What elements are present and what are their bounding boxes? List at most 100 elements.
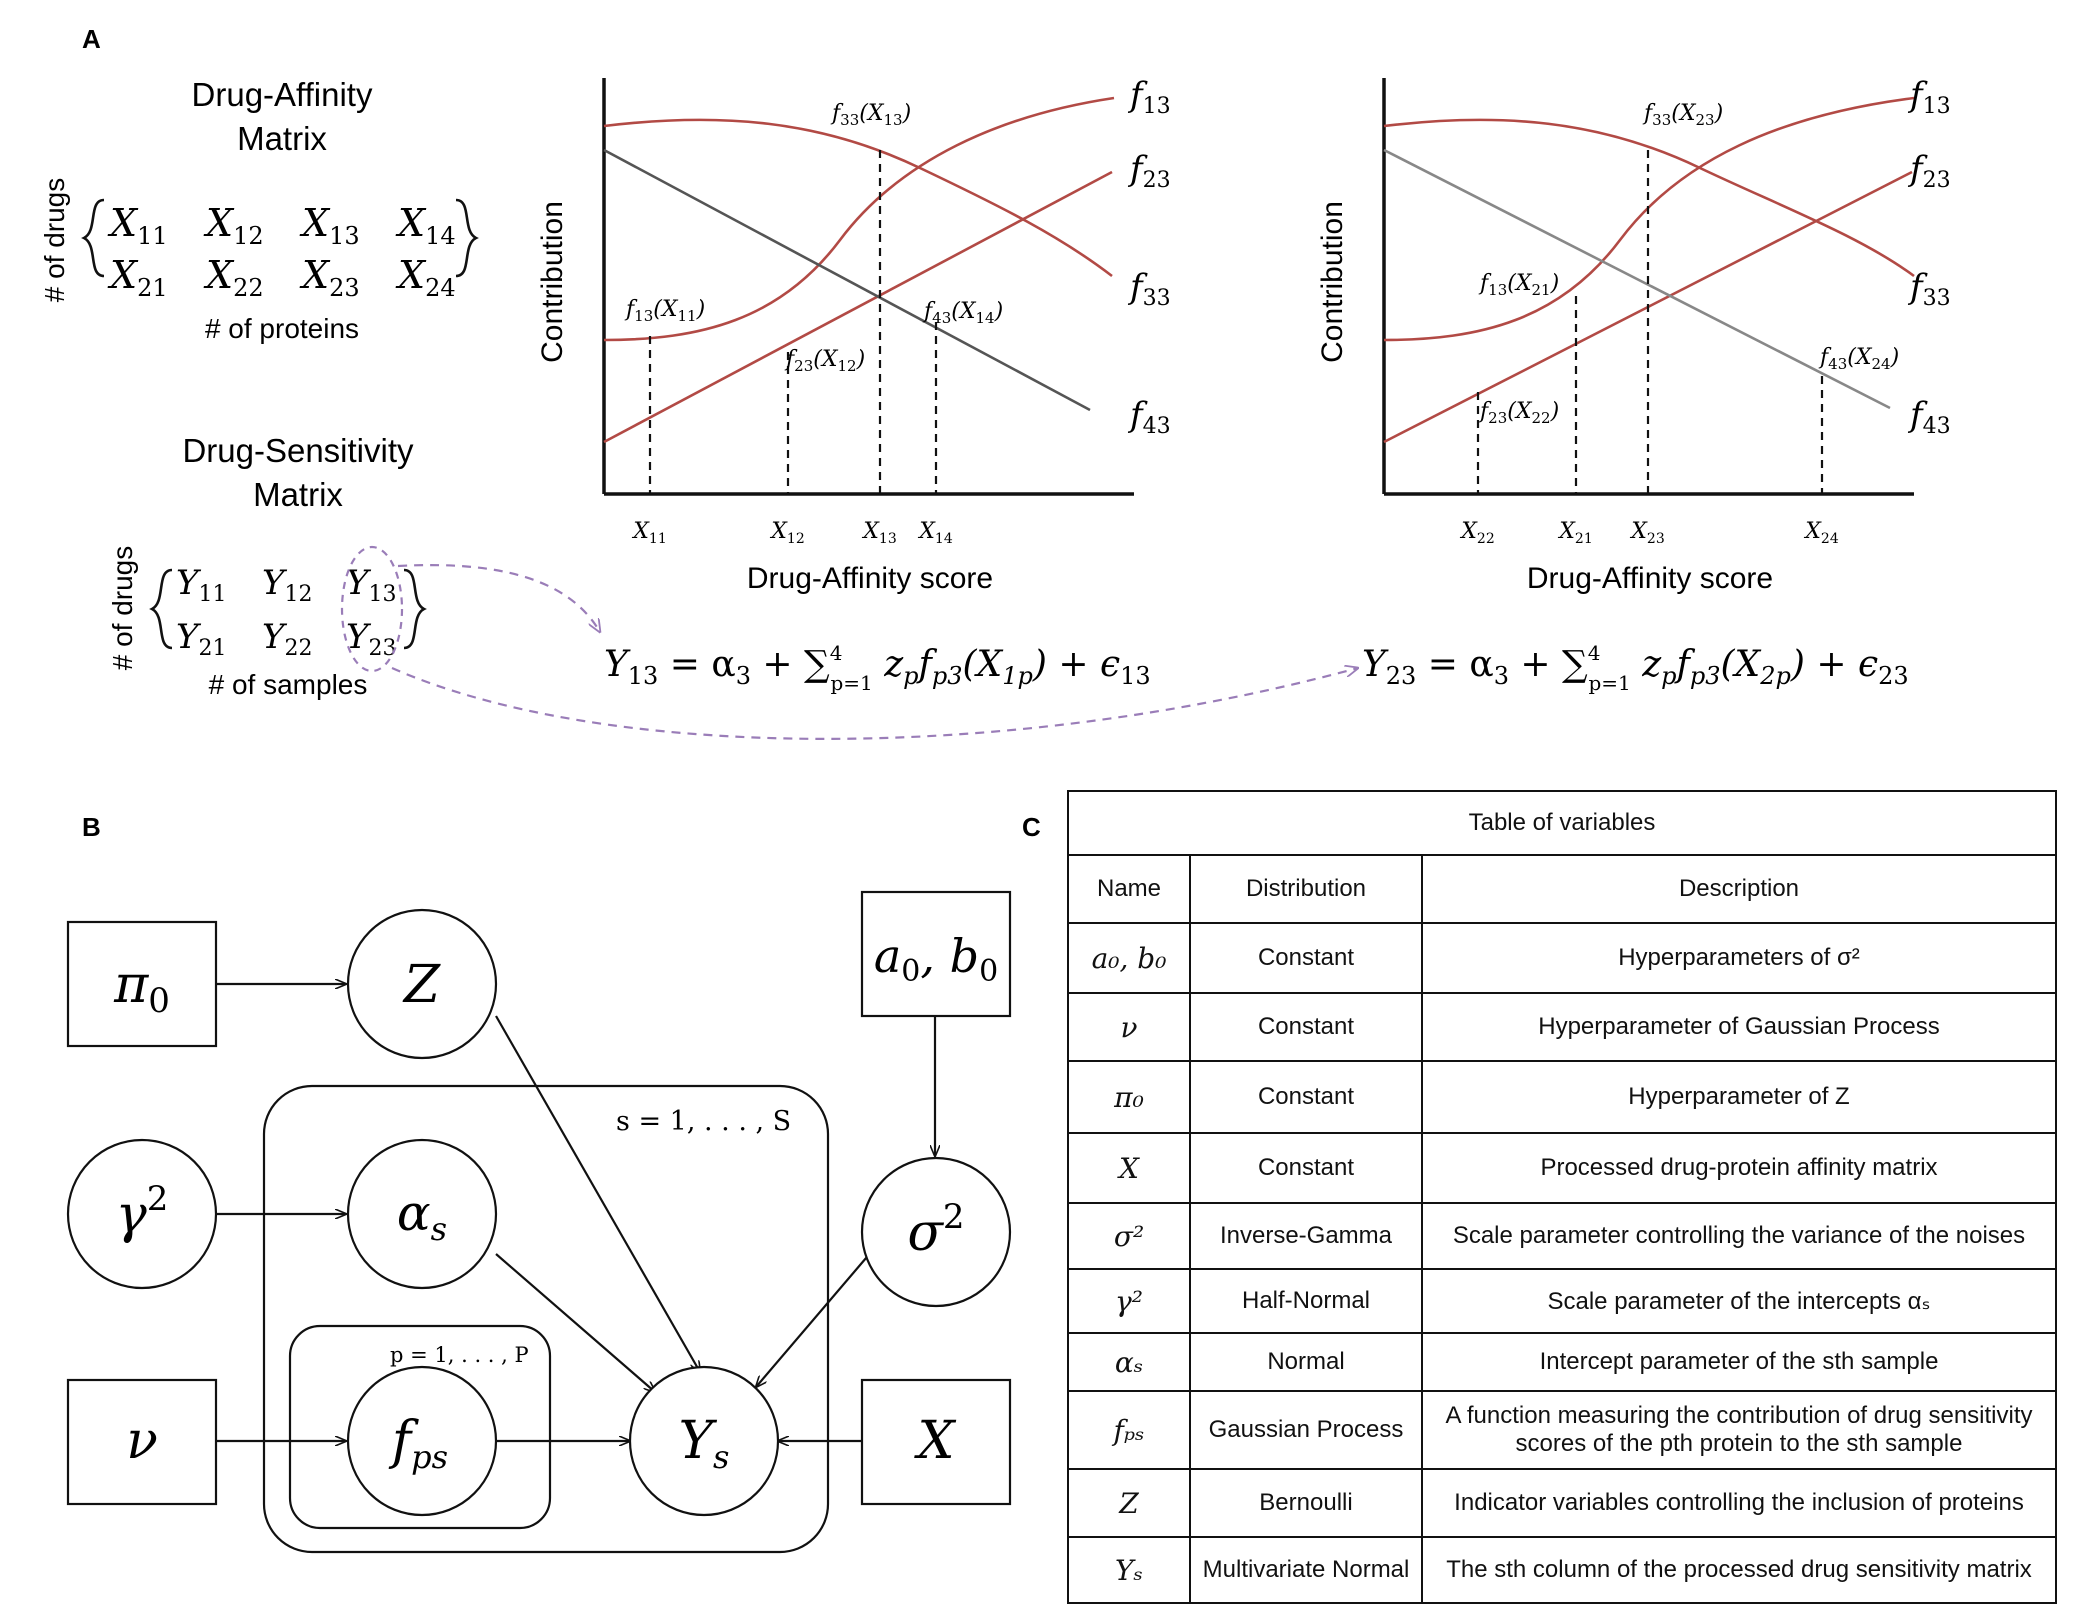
annotation-f13: f13(X11) — [624, 297, 705, 325]
table-cell-distribution: Multivariate Normal — [1189, 1536, 1423, 1604]
x-tick-label-13: X13 — [861, 519, 897, 547]
x-axis-label: Drug-Affinity score — [747, 562, 993, 595]
node-a0b0-label: a0, b0 — [874, 929, 998, 989]
table-cell-description: The sth column of the processed drug sen… — [1421, 1536, 2057, 1604]
sensitivity-cell-12: Y12 — [262, 563, 312, 607]
affinity-cell-11: X11 — [107, 201, 168, 250]
series-line-f43 — [603, 148, 1091, 412]
node-alpha — [346, 1138, 498, 1290]
affinity-cell-21: X21 — [107, 253, 168, 302]
table-cell-description: Hyperparameter of Z — [1421, 1060, 2057, 1134]
annotation-f13: f13(X21) — [1478, 271, 1559, 299]
affinity-title-line1: Drug-Affinity — [192, 76, 373, 113]
table-header-name: Name — [1067, 854, 1191, 924]
table-cell-distribution: Constant — [1189, 992, 1423, 1062]
table-cell-name: fₚₛ — [1067, 1390, 1191, 1470]
annotation-f33: f33(X13) — [830, 101, 911, 129]
affinity-cell-13: X13 — [299, 201, 360, 250]
table-cell-distribution: Inverse-Gamma — [1189, 1202, 1423, 1270]
arrow-to-equation-1 — [397, 564, 600, 632]
affinity-cell-12: X12 — [203, 201, 264, 250]
table-cell-name: π₀ — [1067, 1060, 1191, 1134]
x-tick-label-14: X14 — [917, 519, 953, 547]
sensitivity-title-line1: Drug-Sensitivity — [182, 432, 414, 469]
table-cell-name: a₀, b₀ — [1067, 922, 1191, 994]
edge-z-y — [495, 1015, 700, 1372]
node-f — [346, 1365, 498, 1517]
affinity-right-brace — [455, 198, 479, 278]
affinity-cell-24: X24 — [395, 253, 456, 302]
affinity-matrix: Drug-Affinity Matrix # of drugs X11 X12 X1… — [39, 76, 479, 344]
node-gamma2-label: γ2 — [116, 1179, 169, 1245]
table-cell-name: Z — [1067, 1468, 1191, 1538]
affinity-cell-23: X23 — [299, 253, 360, 302]
node-z — [346, 908, 498, 1060]
sensitivity-cell-21: Y21 — [176, 617, 226, 661]
y13-y23-highlight — [340, 545, 404, 673]
series-line-f13 — [603, 96, 1115, 342]
x-tick-label-11: X11 — [631, 519, 667, 547]
x-tick-label-12: X12 — [769, 519, 805, 547]
node-y — [628, 1365, 780, 1517]
x-tick-label-21: X21 — [1557, 519, 1593, 547]
table-cell-description: A function measuring the contribution of… — [1421, 1390, 2057, 1470]
series-label-f43: f43 — [1127, 395, 1171, 439]
affinity-cell-14: X14 — [395, 201, 456, 250]
series-label-f23: f23 — [1127, 149, 1171, 193]
table-cell-description: Hyperparameters of σ² — [1421, 922, 2057, 994]
node-sigma2-label: σ2 — [907, 1197, 964, 1263]
annotation-f33: f33(X23) — [1642, 101, 1723, 129]
table-title: Table of variables — [1067, 790, 2057, 856]
node-x — [860, 1378, 1012, 1506]
series-label-f13: f13 — [1127, 75, 1171, 119]
plate-proteins-label: p = 1, . . . , P — [390, 1343, 529, 1367]
edge-sigma-y — [756, 1243, 879, 1387]
table-cell-description: Processed drug-protein affinity matrix — [1421, 1132, 2057, 1204]
sensitivity-row-label: # of drugs — [107, 546, 138, 671]
series-label-f33: f33 — [1127, 267, 1171, 311]
table-cell-description: Indicator variables controlling the incl… — [1421, 1468, 2057, 1538]
node-a0b0 — [860, 890, 1012, 1018]
y-axis-label: Contribution — [1316, 201, 1349, 363]
variables-table: Table of variables Name Distribution Des… — [1067, 790, 2057, 1604]
node-z-label: Z — [402, 955, 441, 1015]
affinity-row-label: # of drugs — [39, 178, 70, 303]
sensitivity-col-label: # of samples — [209, 669, 368, 700]
affinity-title-line2: Matrix — [237, 120, 327, 157]
panel-label-b: B — [82, 812, 101, 842]
annotation-f43: f43(X14) — [922, 299, 1003, 327]
table-cell-distribution: Constant — [1189, 1132, 1423, 1204]
series-line-f13 — [1383, 96, 1915, 342]
node-alpha-label: αs — [397, 1184, 447, 1248]
table-cell-name: Yₛ — [1067, 1536, 1191, 1604]
series-line-f33 — [603, 118, 1113, 278]
table-cell-description: Intercept parameter of the sth sample — [1421, 1332, 2057, 1392]
table-cell-description: Scale parameter of the intercepts αₛ — [1421, 1268, 2057, 1334]
affinity-col-label: # of proteins — [205, 313, 359, 344]
sensitivity-cell-23: Y23 — [346, 617, 396, 661]
table-cell-distribution: Bernoulli — [1189, 1468, 1423, 1538]
table-cell-name: αₛ — [1067, 1332, 1191, 1392]
sensitivity-cell-13: Y13 — [346, 563, 396, 607]
annotation-f23: f23(X12) — [784, 347, 865, 375]
table-cell-distribution: Half-Normal — [1189, 1268, 1423, 1334]
table-header-distribution: Distribution — [1189, 854, 1423, 924]
table-cell-description: Hyperparameter of Gaussian Process — [1421, 992, 2057, 1062]
series-line-f33 — [1383, 118, 1915, 278]
